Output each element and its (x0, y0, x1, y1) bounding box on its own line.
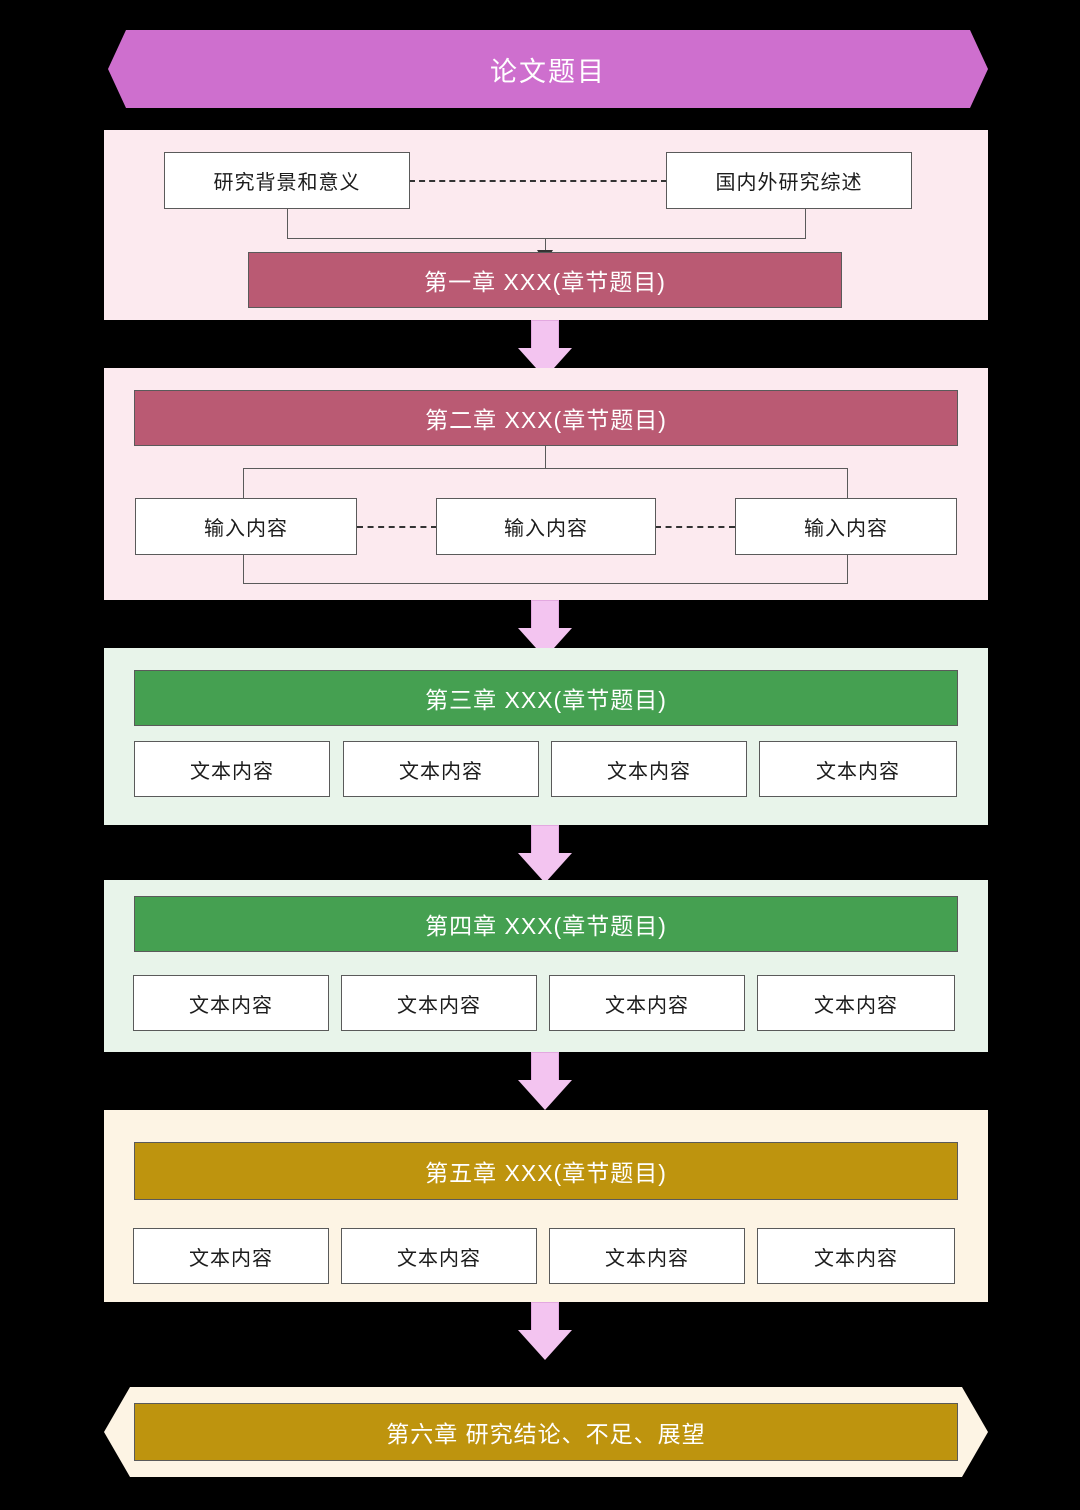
box-label: 输入内容 (804, 518, 888, 540)
section-chapter-5: 第五章 XXX(章节题目) 文本内容 文本内容 文本内容 文本内容 (104, 1110, 988, 1302)
arrow-shaft (531, 1052, 559, 1082)
box-text-content-5-2[interactable]: 文本内容 (341, 1228, 537, 1284)
box-literature-review[interactable]: 国内外研究综述 (666, 152, 912, 209)
section-chapter-3: 第三章 XXX(章节题目) 文本内容 文本内容 文本内容 文本内容 (104, 648, 988, 825)
box-text-content-5-3[interactable]: 文本内容 (549, 1228, 745, 1284)
chapter-header-label: 第一章 XXX(章节题目) (424, 269, 666, 295)
connector-right-rise (847, 554, 848, 584)
box-label: 文本内容 (814, 994, 898, 1017)
box-label: 文本内容 (190, 760, 274, 783)
box-text-content-5-4[interactable]: 文本内容 (757, 1228, 955, 1284)
thesis-title-banner: 论文题目 (108, 30, 988, 108)
section-chapter-1: 研究背景和意义 国内外研究综述 第一章 XXX(章节题目) (104, 130, 988, 320)
connector-right-drop (847, 468, 848, 498)
arrow-head (518, 1080, 572, 1110)
box-label: 文本内容 (816, 760, 900, 783)
arrow-head (518, 853, 572, 883)
box-text-content-3-4[interactable]: 文本内容 (759, 741, 957, 797)
box-label: 国内外研究综述 (715, 172, 863, 194)
chapter-6-header[interactable]: 第六章 研究结论、不足、展望 (134, 1403, 958, 1461)
flow-arrow-5-to-6 (518, 1302, 572, 1360)
chapter-3-header[interactable]: 第三章 XXX(章节题目) (134, 670, 958, 726)
box-label: 文本内容 (397, 1247, 481, 1270)
chapter-header-label: 第六章 研究结论、不足、展望 (386, 1421, 706, 1447)
box-text-content-5-1[interactable]: 文本内容 (133, 1228, 329, 1284)
box-text-content-4-3[interactable]: 文本内容 (549, 975, 745, 1031)
connector-left-rise (243, 554, 244, 584)
box-label: 研究背景和意义 (213, 172, 361, 194)
box-text-content-3-2[interactable]: 文本内容 (343, 741, 539, 797)
section-chapter-2: 第二章 XXX(章节题目) 输入内容 输入内容 输入内容 (104, 368, 988, 600)
box-research-background[interactable]: 研究背景和意义 (164, 152, 410, 209)
box-text-content-4-2[interactable]: 文本内容 (341, 975, 537, 1031)
thesis-title-text: 论文题目 (490, 56, 606, 87)
box-label: 文本内容 (814, 1247, 898, 1270)
box-text-content-4-4[interactable]: 文本内容 (757, 975, 955, 1031)
box-label: 文本内容 (399, 760, 483, 783)
chapter-header-label: 第二章 XXX(章节题目) (425, 407, 667, 433)
connector-bottom-bracket (243, 583, 847, 584)
arrow-shaft (531, 825, 559, 855)
connector-dashed-left (357, 526, 437, 528)
box-text-content-3-1[interactable]: 文本内容 (134, 741, 330, 797)
chapter-header-label: 第三章 XXX(章节题目) (425, 687, 667, 713)
section-chapter-4: 第四章 XXX(章节题目) 文本内容 文本内容 文本内容 文本内容 (104, 880, 988, 1052)
box-label: 文本内容 (189, 994, 273, 1017)
chapter-5-header[interactable]: 第五章 XXX(章节题目) (134, 1142, 958, 1200)
chapter-header-label: 第四章 XXX(章节题目) (425, 913, 667, 939)
connector-left-down (287, 206, 288, 238)
connector-horizontal-join (287, 238, 806, 239)
box-text-content-4-1[interactable]: 文本内容 (133, 975, 329, 1031)
box-input-content-2[interactable]: 输入内容 (436, 498, 656, 555)
arrow-shaft (531, 320, 559, 350)
connector-right-down (805, 206, 806, 238)
box-label: 文本内容 (189, 1247, 273, 1270)
box-label: 文本内容 (397, 994, 481, 1017)
chapter-header-label: 第五章 XXX(章节题目) (425, 1160, 667, 1186)
box-label: 文本内容 (605, 1247, 689, 1270)
connector-center-stem (545, 446, 546, 468)
flow-arrow-4-to-5 (518, 1052, 572, 1110)
section-chapter-6: 第六章 研究结论、不足、展望 (104, 1387, 988, 1477)
flow-arrow-3-to-4 (518, 825, 572, 883)
box-input-content-1[interactable]: 输入内容 (135, 498, 357, 555)
chapter-2-header[interactable]: 第二章 XXX(章节题目) (134, 390, 958, 446)
box-text-content-3-3[interactable]: 文本内容 (551, 741, 747, 797)
box-input-content-3[interactable]: 输入内容 (735, 498, 957, 555)
arrow-shaft (531, 600, 559, 630)
chapter-4-header[interactable]: 第四章 XXX(章节题目) (134, 896, 958, 952)
connector-top-bracket (243, 468, 847, 469)
chapter-1-header[interactable]: 第一章 XXX(章节题目) (248, 252, 842, 308)
arrow-head (518, 1330, 572, 1360)
connector-dashed-right (655, 526, 735, 528)
arrow-shaft (531, 1302, 559, 1332)
box-label: 文本内容 (607, 760, 691, 783)
connector-center-stem (545, 238, 546, 253)
box-label: 文本内容 (605, 994, 689, 1017)
connector-dashed-top (409, 180, 667, 182)
box-label: 输入内容 (504, 518, 588, 540)
box-label: 输入内容 (204, 518, 288, 540)
connector-left-drop (243, 468, 244, 498)
